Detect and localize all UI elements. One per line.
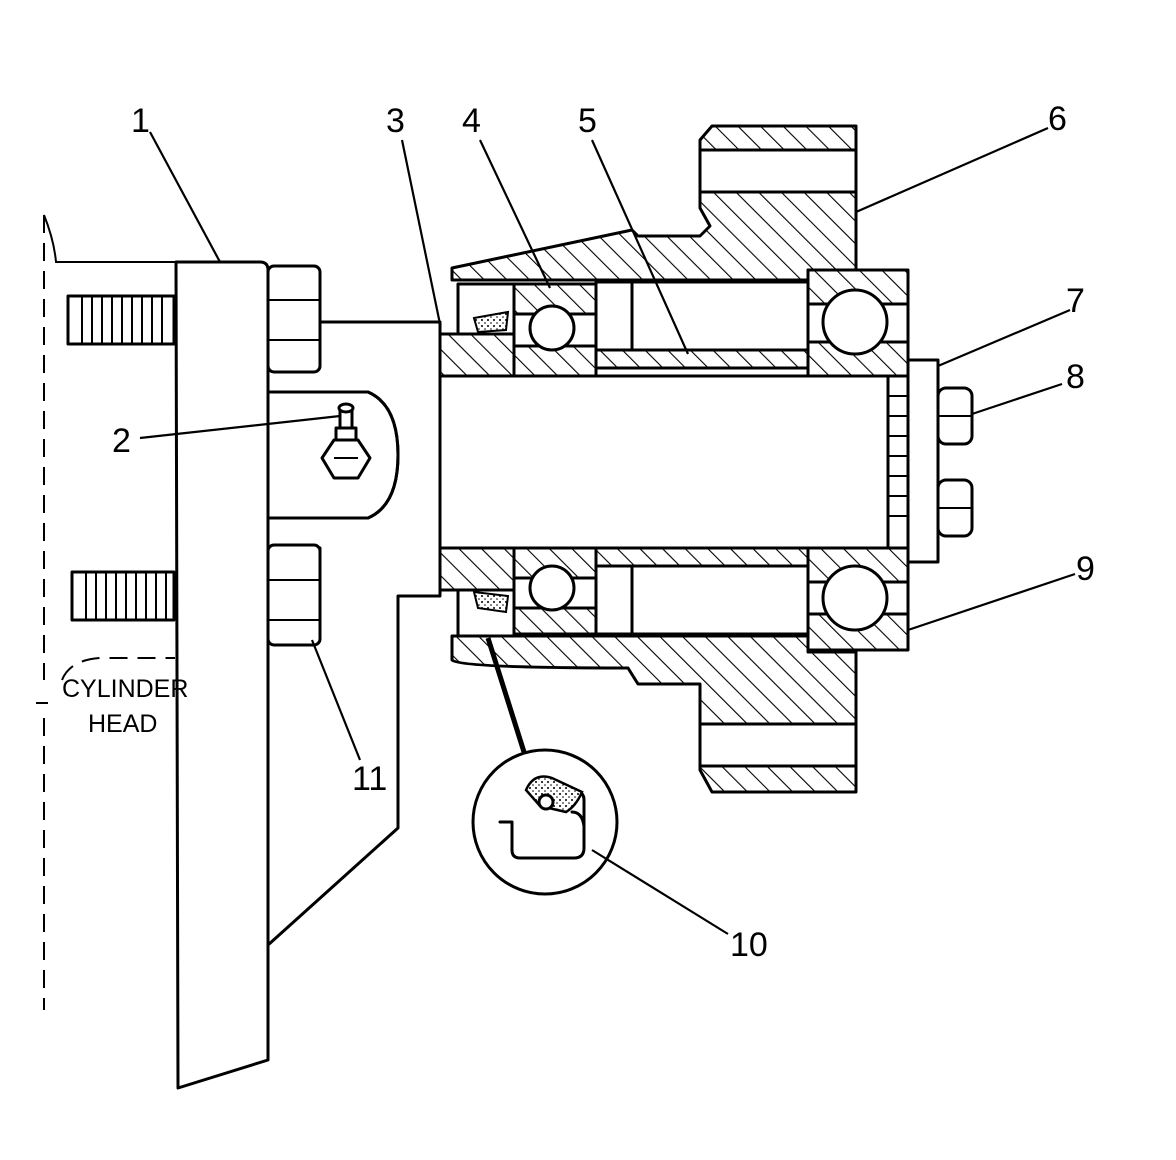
collar [438, 332, 516, 592]
callout-3: 3 [386, 102, 405, 140]
oil-seal [456, 282, 516, 638]
leader-lines [139, 126, 1076, 935]
callout-2: 2 [112, 422, 131, 460]
shaft-nut [936, 386, 974, 538]
callout-9: 9 [1076, 550, 1095, 588]
callout-4: 4 [462, 102, 481, 140]
callout-5: 5 [578, 102, 597, 140]
nut-upper [266, 264, 322, 374]
callout-1: 1 [131, 102, 150, 140]
callout-10: 10 [730, 926, 768, 964]
label-cylinder: CYLINDER [62, 675, 188, 703]
label-head: HEAD [88, 710, 157, 738]
grease-fitting-icon [320, 402, 372, 480]
stud-lower [70, 570, 176, 622]
seal-detail-inset [471, 748, 619, 896]
outer-bearing [806, 268, 910, 652]
cylinder-head-label: CYLINDER HEAD [62, 675, 188, 738]
callout-8: 8 [1066, 358, 1085, 396]
inner-bearing [512, 282, 598, 636]
callout-7: 7 [1066, 282, 1085, 320]
cylinder-head [36, 214, 175, 1010]
bracket-body [266, 320, 442, 947]
nut-lower [266, 543, 322, 647]
spacer-tube [594, 280, 810, 636]
callout-11: 11 [352, 760, 387, 798]
mounting-plate [174, 260, 270, 1090]
stud-upper [66, 294, 176, 346]
bearing-housing [450, 124, 858, 794]
retaining-washer [906, 358, 940, 564]
shaft [438, 374, 910, 550]
callout-labels: 1 2 3 4 5 6 7 8 9 10 11 [112, 100, 1095, 964]
callout-6: 6 [1048, 100, 1067, 138]
